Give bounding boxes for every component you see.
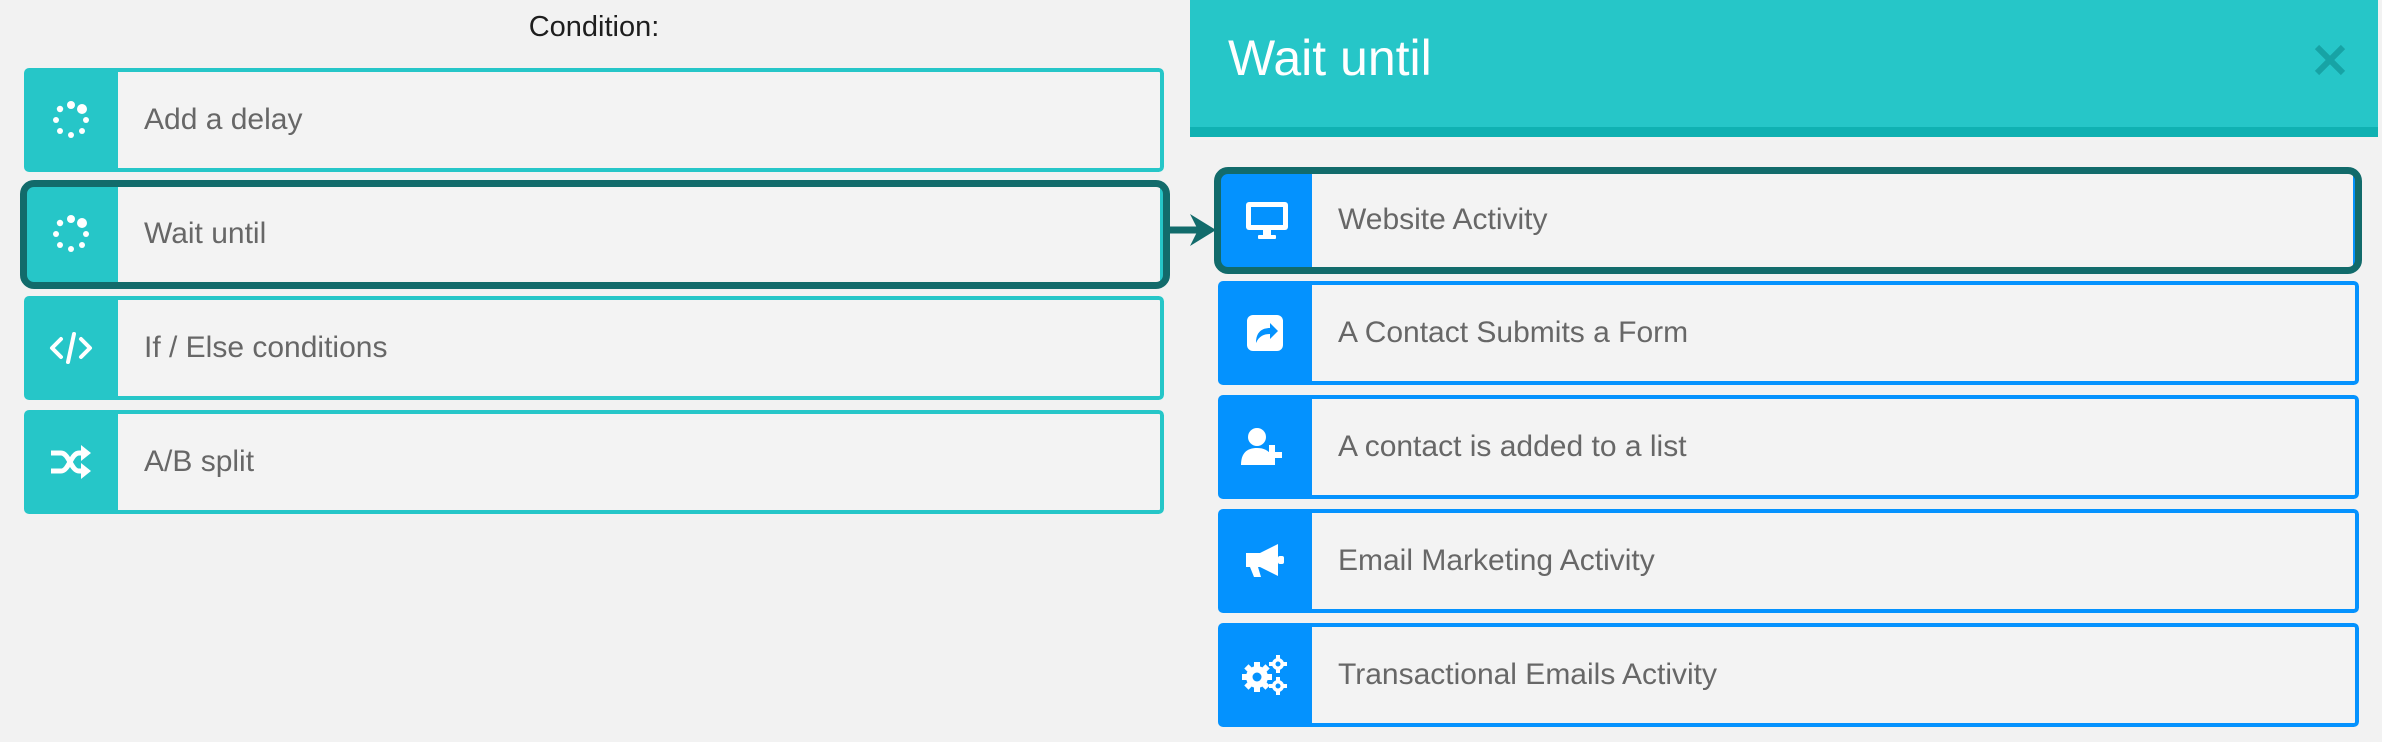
option-ab-split[interactable]: A/B split bbox=[24, 410, 1164, 514]
desktop-icon bbox=[1221, 169, 1312, 271]
option-label: A Contact Submits a Form bbox=[1312, 281, 2359, 385]
option-contact-added-to-list[interactable]: A contact is added to a list bbox=[1218, 395, 2359, 499]
option-website-activity[interactable]: Website Activity bbox=[1221, 169, 2357, 271]
option-transactional-emails-activity[interactable]: Transactional Emails Activity bbox=[1218, 623, 2359, 727]
option-label: Add a delay bbox=[118, 68, 1164, 172]
option-email-marketing-activity[interactable]: Email Marketing Activity bbox=[1218, 509, 2359, 613]
megaphone-icon bbox=[1218, 509, 1312, 613]
option-add-a-delay[interactable]: Add a delay bbox=[24, 68, 1164, 172]
option-label: A/B split bbox=[118, 410, 1164, 514]
close-icon[interactable] bbox=[2314, 44, 2346, 76]
spinner-icon bbox=[24, 182, 118, 286]
option-contact-submits-form[interactable]: A Contact Submits a Form bbox=[1218, 281, 2359, 385]
share-square-icon bbox=[1218, 281, 1312, 385]
condition-label: Condition: bbox=[528, 11, 660, 43]
gears-icon bbox=[1218, 623, 1312, 727]
option-label: If / Else conditions bbox=[118, 296, 1164, 400]
option-label: Transactional Emails Activity bbox=[1312, 623, 2359, 727]
spinner-icon bbox=[24, 68, 118, 172]
panel-header: Wait until bbox=[1190, 0, 2378, 137]
option-label: Website Activity bbox=[1312, 169, 2357, 271]
option-label: A contact is added to a list bbox=[1312, 395, 2359, 499]
code-icon bbox=[24, 296, 118, 400]
shuffle-icon bbox=[24, 410, 118, 514]
user-plus-icon bbox=[1218, 395, 1312, 499]
option-wait-until[interactable]: Wait until bbox=[24, 182, 1164, 286]
option-label: Wait until bbox=[118, 182, 1164, 286]
panel-title: Wait until bbox=[1228, 30, 1432, 86]
connector-arrow-icon bbox=[1168, 214, 1216, 246]
option-if-else-conditions[interactable]: If / Else conditions bbox=[24, 296, 1164, 400]
option-label: Email Marketing Activity bbox=[1312, 509, 2359, 613]
